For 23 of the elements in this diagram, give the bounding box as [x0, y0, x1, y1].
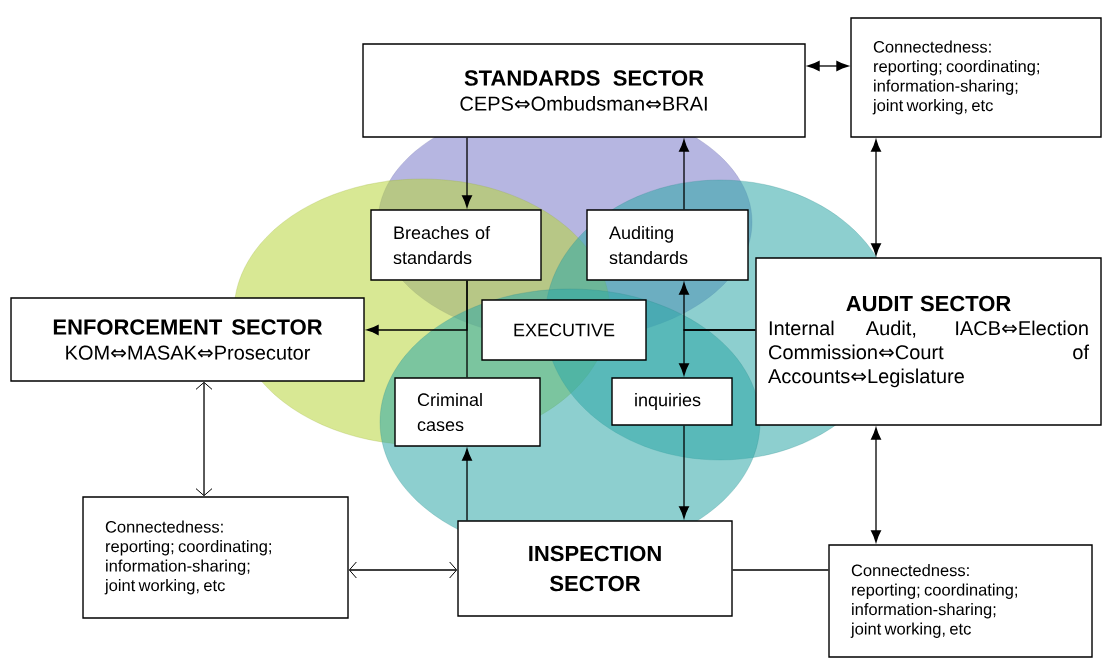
- sector-box: STANDARDS SECTOR CEPS⇔Ombudsman⇔BRAI: [362, 43, 806, 138]
- arrow: [348, 561, 458, 579]
- arrow: [195, 381, 213, 497]
- topic-box: inquiries: [611, 377, 733, 426]
- note-box: Connectedness: reporting; coordinating; information-sharing; joint working, etc: [828, 544, 1093, 658]
- topic-box: Criminal cases: [394, 377, 541, 447]
- arrow: [679, 329, 756, 376]
- arrow: [871, 427, 881, 543]
- arrow: [679, 139, 689, 210]
- arrow: [807, 61, 849, 71]
- sector-box: INSPECTION SECTOR: [457, 520, 733, 617]
- note-box: Connectedness: reporting; coordinating; information-sharing; joint working, etc: [850, 17, 1102, 138]
- arrow: [679, 425, 689, 519]
- executive-box: EXECUTIVE: [481, 299, 647, 361]
- sector-box: ENFORCEMENT SECTOR KOM⇔MASAK⇔Prosecutor: [10, 297, 365, 382]
- topic-box: Breaches of standards: [370, 209, 542, 281]
- arrow: [462, 137, 472, 208]
- note-box: Connectedness: reporting; coordinating; information-sharing; joint working, etc: [82, 496, 349, 619]
- arrow: [871, 139, 881, 256]
- topic-box: Auditing standards: [586, 209, 749, 281]
- sector-box: AUDIT SECTOR Internal Audit, IACB⇔Election Commission⇔Court of Accounts⇔Legislature: [755, 257, 1102, 426]
- arrow: [366, 280, 468, 335]
- arrow: [462, 448, 472, 521]
